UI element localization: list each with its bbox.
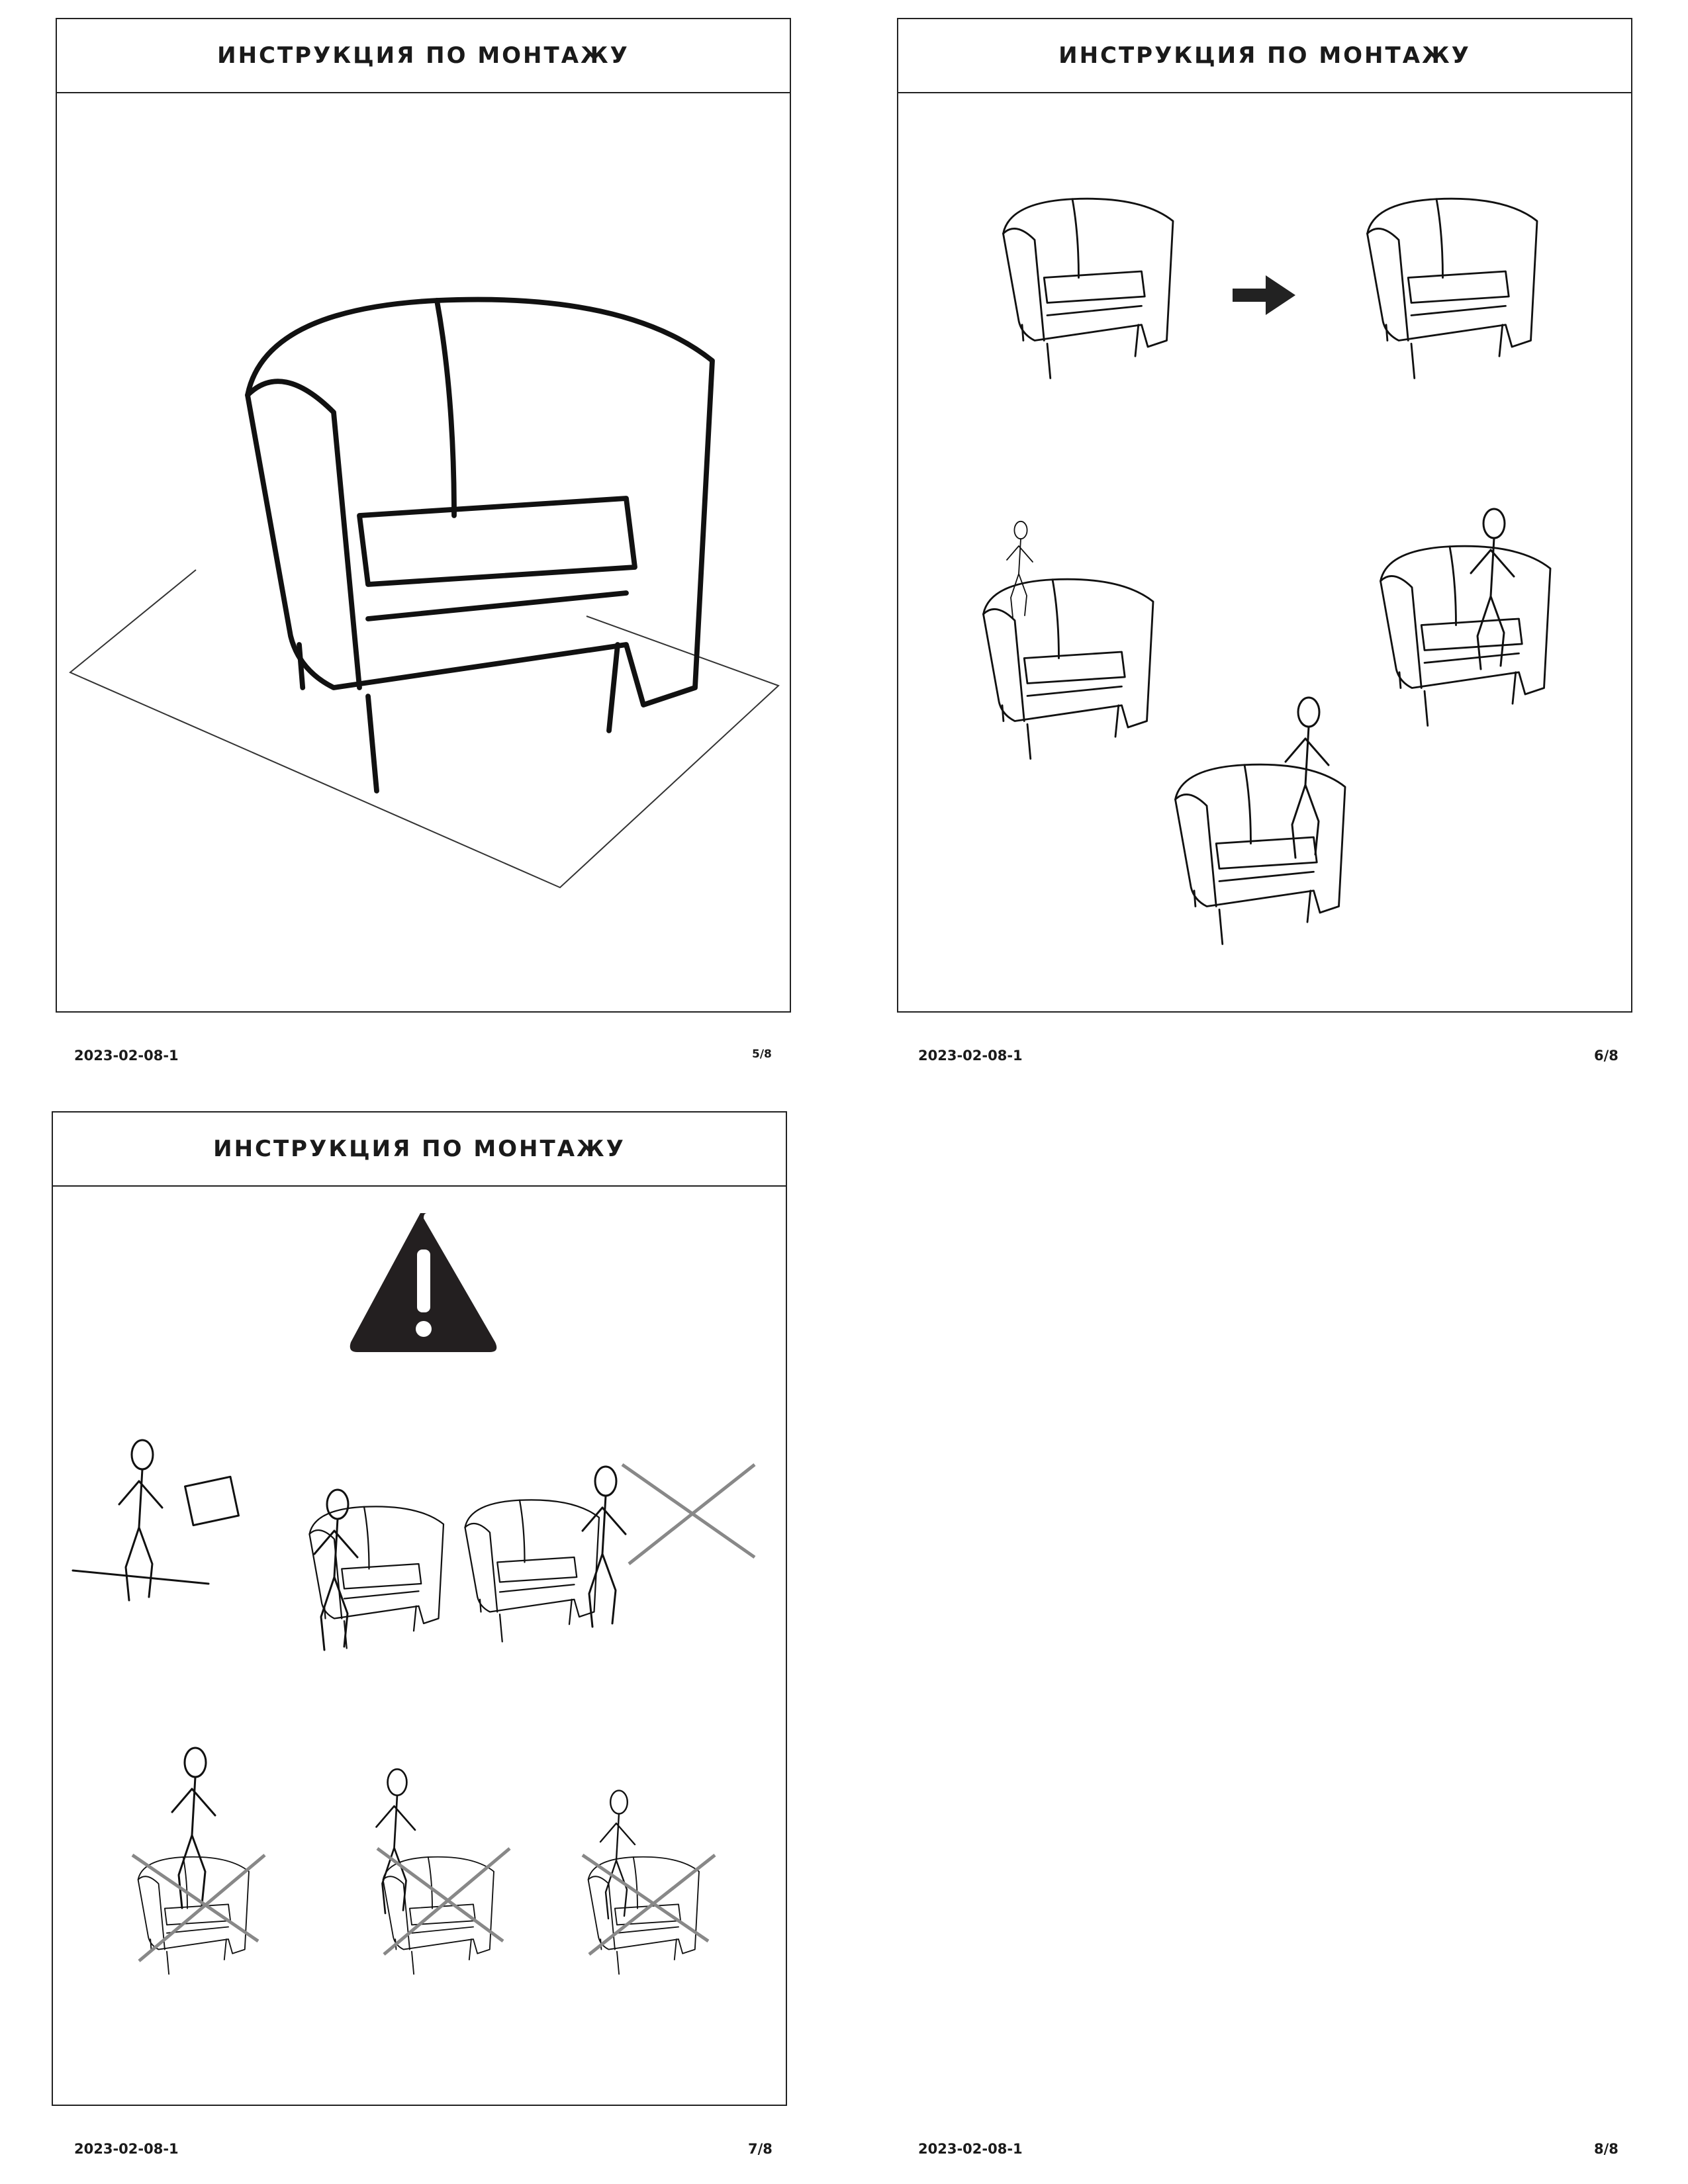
warning-triangle-icon	[350, 1213, 497, 1352]
page-6-panel: ИНСТРУКЦИЯ ПО МОНТАЖУ	[897, 18, 1632, 1013]
footer-date: 2023-02-08-1	[918, 2141, 1023, 2157]
page-title: ИНСТРУКЦИЯ ПО МОНТАЖУ	[57, 19, 790, 93]
page-title: ИНСТРУКЦИЯ ПО МОНТАЖУ	[898, 19, 1631, 93]
cushion-placement-illustration	[982, 197, 1552, 945]
footer-date: 2023-02-08-1	[918, 1048, 1023, 1064]
page-number: 6/8	[1594, 1048, 1618, 1064]
safety-warnings-illustration	[71, 1213, 756, 1975]
footer-date: 2023-02-08-1	[74, 2141, 179, 2157]
page-5-panel: ИНСТРУКЦИЯ ПО МОНТАЖУ	[56, 18, 791, 1013]
page-number: 5/8	[752, 1048, 772, 1061]
armchair-illustration	[69, 93, 780, 889]
arrow-right-icon	[1233, 275, 1295, 315]
page-number: 8/8	[1594, 2141, 1618, 2157]
footer-date: 2023-02-08-1	[74, 1048, 179, 1064]
page-number: 7/8	[748, 2141, 773, 2157]
page-7-panel: ИНСТРУКЦИЯ ПО МОНТАЖУ	[52, 1111, 787, 2106]
page-title: ИНСТРУКЦИЯ ПО МОНТАЖУ	[53, 1113, 786, 1187]
